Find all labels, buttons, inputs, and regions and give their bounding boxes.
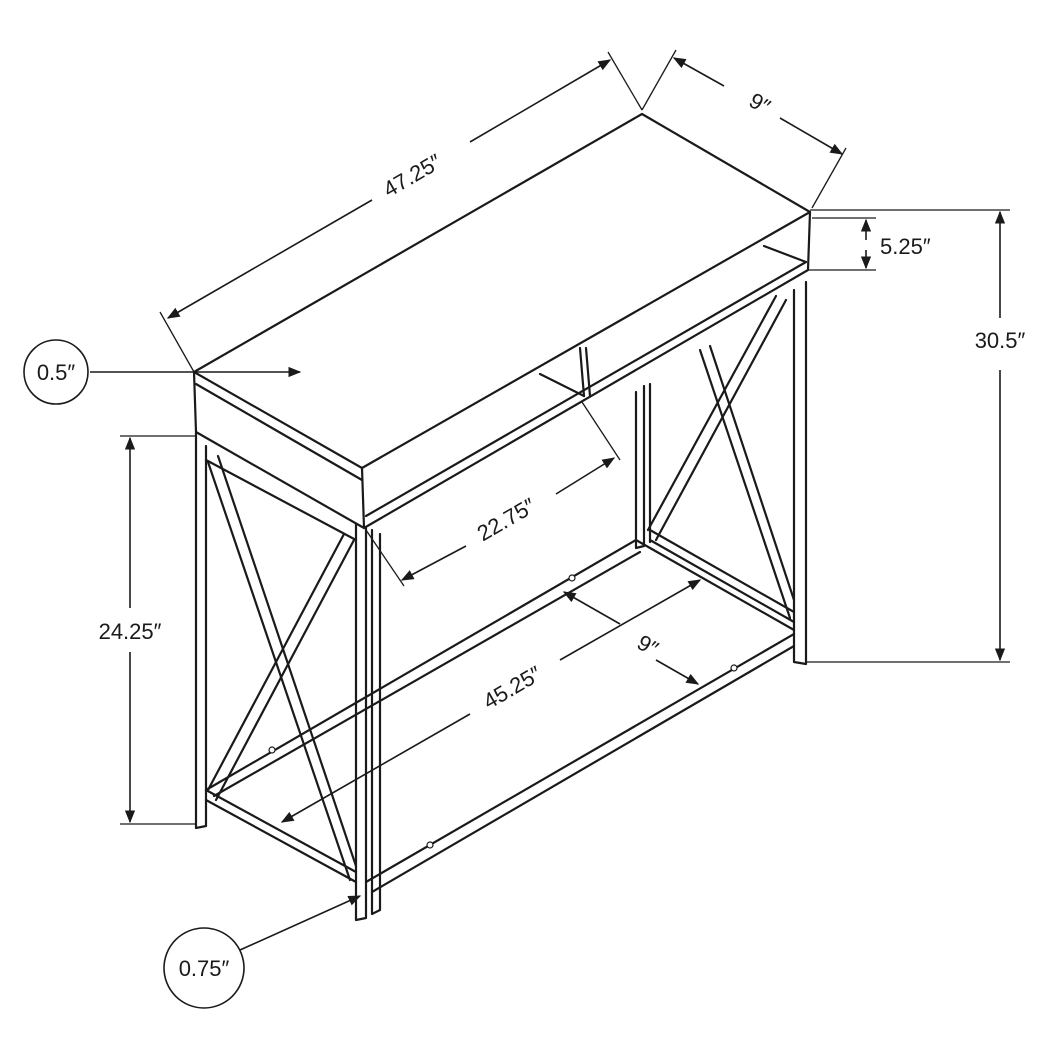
label-bottom-width: 45.25″ bbox=[479, 661, 546, 714]
label-top-depth: 9″ bbox=[745, 88, 775, 120]
callout-leg-thickness bbox=[163, 895, 362, 1009]
label-top-width: 47.25″ bbox=[379, 149, 446, 202]
dim-overall-height bbox=[806, 209, 1010, 663]
right-side-frame bbox=[634, 280, 808, 666]
dim-top-width bbox=[159, 51, 643, 373]
label-shelf-depth: 9″ bbox=[633, 630, 663, 662]
callout-top-thickness bbox=[23, 339, 302, 405]
dim-top-depth bbox=[641, 49, 847, 209]
left-side-frame bbox=[194, 430, 382, 922]
dim-shelf-opening bbox=[808, 217, 876, 271]
dim-inner-width bbox=[365, 401, 621, 587]
label-inner-width: 22.75″ bbox=[473, 493, 540, 546]
dim-leg-height bbox=[120, 435, 196, 825]
dim-shelf-depth bbox=[562, 591, 700, 685]
label-shelf-opening: 5.25″ bbox=[880, 234, 931, 259]
label-overall-height: 30.5″ bbox=[975, 328, 1026, 353]
label-leg-thickness: 0.75″ bbox=[179, 956, 230, 981]
dim-bottom-width bbox=[280, 579, 702, 823]
label-leg-height: 24.25″ bbox=[99, 619, 162, 644]
table-top bbox=[192, 112, 812, 530]
label-top-thickness: 0.5″ bbox=[37, 360, 76, 385]
